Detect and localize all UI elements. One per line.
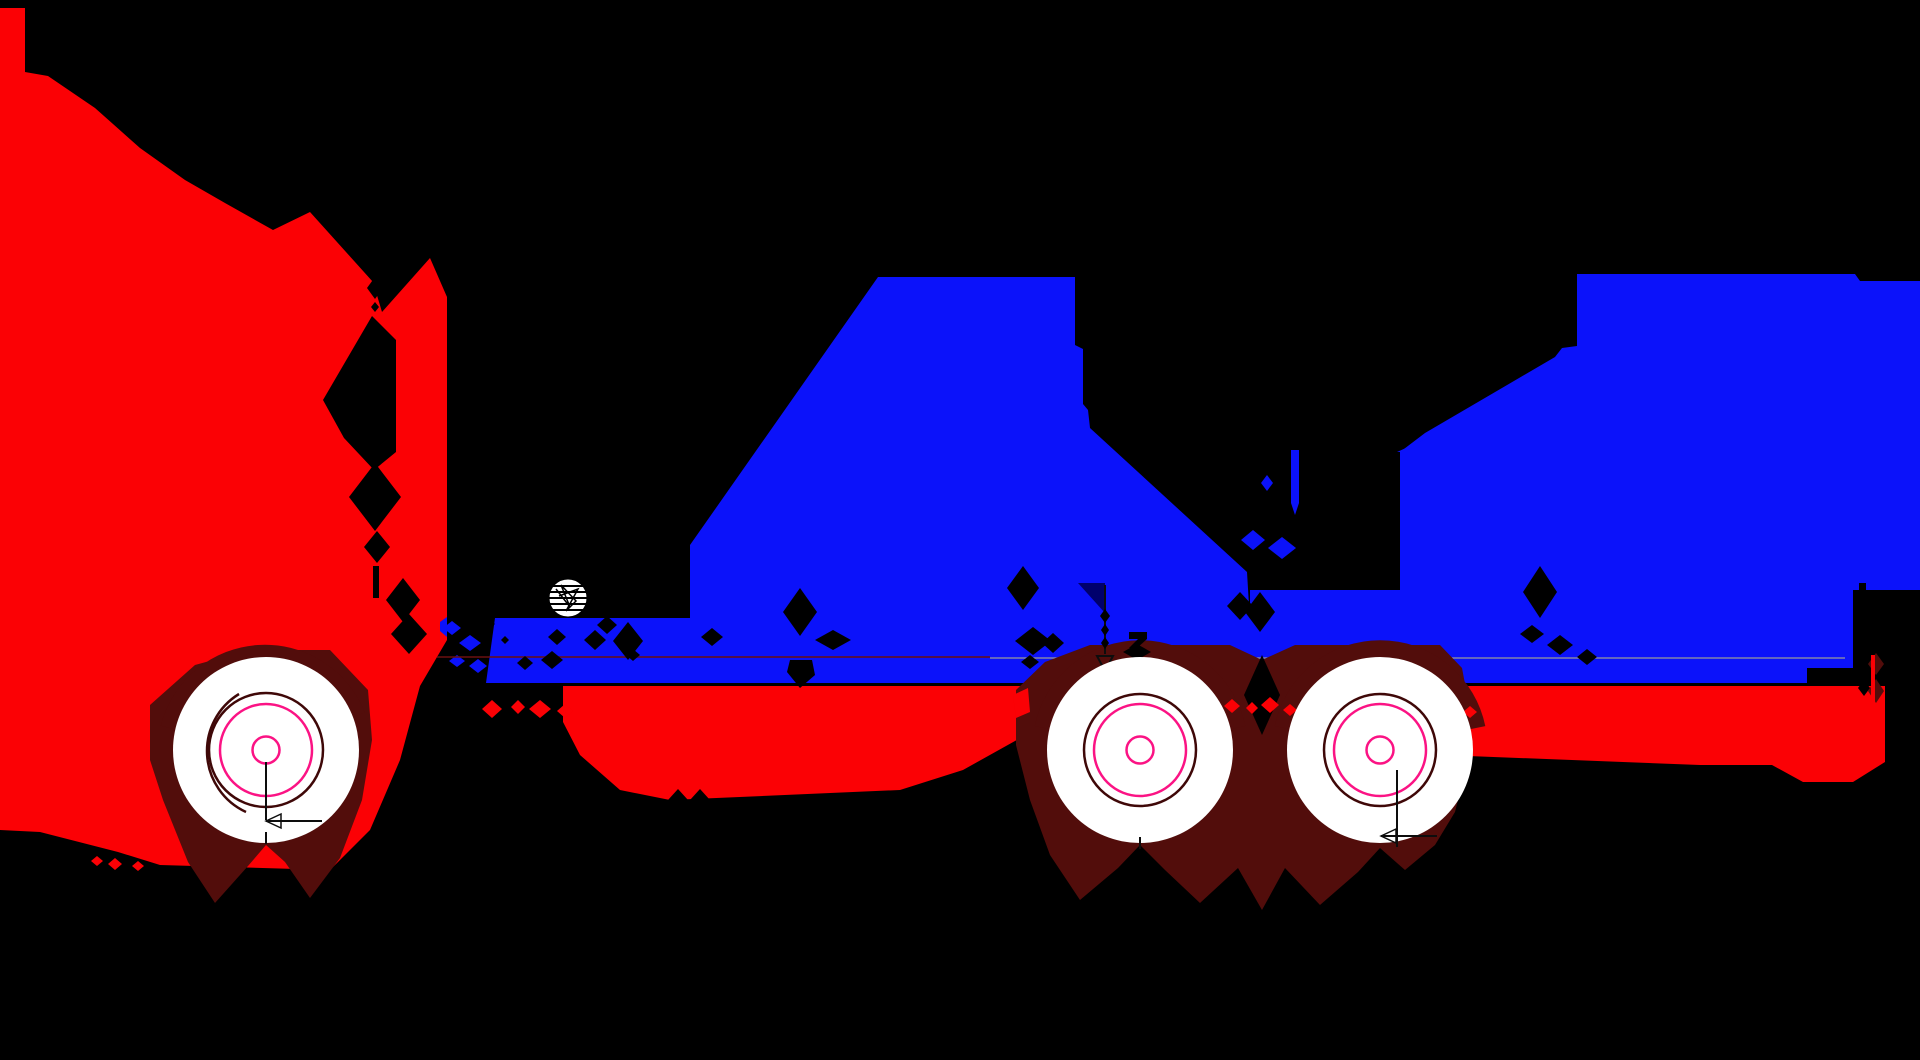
shadow-red-diamond-2 [1246, 702, 1258, 714]
down-arrow-bead-3 [1101, 637, 1109, 649]
band-diamond-16 [1042, 633, 1064, 653]
shadow-red-wedge [1013, 688, 1030, 718]
down-arrow-bead-2 [1101, 624, 1109, 636]
edge-diamond-1 [1858, 621, 1870, 637]
right-body-diamond-2 [1520, 625, 1544, 643]
red-debris-1 [91, 856, 103, 866]
front-wheel [173, 657, 359, 843]
band-diamond-6 [584, 630, 606, 650]
band-zigzag-2 [690, 789, 710, 800]
rear-wheel-2-hub-ring [1365, 735, 1395, 765]
cab-window-hole [323, 316, 396, 470]
rear-wheel-1-dark-ring [1082, 692, 1198, 808]
rear-fender-arc-2 [1274, 640, 1486, 731]
blue-fragment-3 [1268, 537, 1296, 559]
red-band-frag-1 [482, 700, 502, 718]
cab-cutout-diamond-large [349, 463, 401, 531]
red-band-frag-2 [511, 700, 525, 714]
shadow-red-diamond-7 [1463, 706, 1477, 718]
right-body-diamond-4 [1577, 649, 1597, 665]
band-top-extension [1250, 590, 1420, 620]
band-diamond-2 [501, 636, 509, 644]
red-debris-3 [132, 861, 144, 871]
red-debris-2 [108, 858, 122, 870]
inter-fender-kite [1244, 655, 1280, 735]
blue-band-frag-4 [469, 659, 487, 673]
rear-wheel-2 [1287, 657, 1473, 843]
rear-wheel-1-hub-ring [1125, 735, 1155, 765]
edge-diamond-2 [1857, 639, 1871, 657]
cab-cutout-kite-a [386, 578, 420, 622]
front-fender-arc [160, 644, 365, 731]
red-band-frag-3 [529, 700, 551, 718]
band-diamond-14 [1015, 627, 1051, 655]
blue-band-frag-2 [459, 635, 481, 651]
blue-band-frag-1 [443, 621, 461, 635]
front-wheel-dim-arrowhead [264, 812, 282, 830]
rear-wheel-1 [1047, 657, 1233, 843]
blue-fragment-2 [1241, 530, 1265, 550]
cab-roof-notch-dot [371, 302, 379, 312]
cab-cutout-kite-b [391, 614, 427, 654]
band-diamond-13 [1007, 566, 1039, 610]
band-diamond-11 [783, 588, 817, 636]
edge-diamond-4 [1858, 680, 1870, 696]
band-diamond-15 [1021, 655, 1039, 669]
shadow-red-diamond-4 [1283, 704, 1297, 716]
cab-top-strip [0, 8, 25, 72]
band-diamond-4 [541, 651, 563, 669]
rear-wheel-1-magenta-ring [1092, 702, 1188, 798]
mid-body [690, 277, 1250, 622]
band-pentagon [787, 660, 815, 688]
cab-roof-notch-diamond [367, 277, 383, 299]
blue-corner-wedge [1397, 437, 1430, 452]
down-arrow-bead-1 [1100, 609, 1110, 623]
right-body [1400, 274, 1920, 618]
band-diamond-7 [597, 616, 617, 634]
band-diamond-8 [613, 622, 643, 660]
band-diamond-5 [548, 629, 566, 645]
seven-glyph [1129, 632, 1147, 648]
navy-wedge [1078, 583, 1105, 613]
hatched-sphere-icon-scribble [555, 584, 580, 612]
band-diamond-19 [1245, 592, 1275, 632]
shadow-red-diamond-1 [1224, 699, 1240, 713]
cab-cutout-bar [373, 566, 379, 598]
right-body-diamond-3 [1547, 635, 1573, 655]
rear-wheel-dim-arrowhead [1379, 827, 1397, 845]
blue-band-frag-3 [449, 655, 465, 667]
rear-wheel-2-dark-ring [1322, 692, 1438, 808]
band-diamond-10 [701, 628, 723, 646]
right-body-diamond-1 [1523, 566, 1557, 618]
band-diamond-3 [517, 656, 533, 670]
edge-red-sliver [1871, 655, 1875, 703]
band-diamond-1 [485, 620, 495, 628]
rear-wheel-2-magenta-ring [1332, 702, 1428, 798]
front-wheel-open-arc [205, 692, 247, 814]
blue-fragment-1 [1261, 475, 1273, 491]
shadow-red-diamond-3 [1261, 697, 1279, 713]
blue-band-frag-wedge [440, 617, 447, 637]
band-diamond-12 [815, 630, 851, 650]
cab-cutout-diamond-mid [364, 531, 390, 563]
red-band-frag-4 [557, 704, 573, 718]
red-band [563, 686, 1885, 800]
edge-notch [1807, 668, 1853, 683]
band-zigzag-1 [668, 789, 688, 800]
band-diamond-9 [626, 649, 640, 661]
edge-diamond-3 [1858, 659, 1870, 677]
edge-bar [1859, 583, 1866, 620]
blue-sliver [1291, 450, 1299, 515]
